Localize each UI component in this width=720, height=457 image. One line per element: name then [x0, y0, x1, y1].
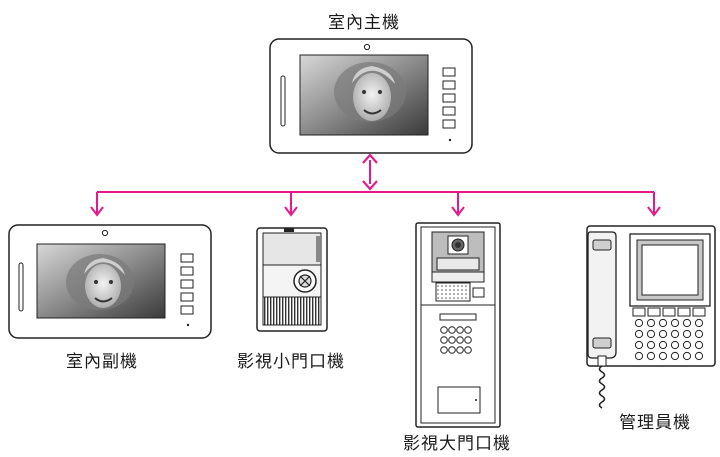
small-door-label: 影視小門口機: [237, 352, 345, 372]
sub-button-column: [180, 253, 194, 315]
main-indoor-monitor: [269, 38, 473, 154]
admin-console: [586, 225, 716, 409]
handset: [587, 231, 617, 367]
large-door-label: 影視大門口機: [403, 434, 511, 454]
indoor-sub-label: 室內副機: [66, 352, 138, 372]
small-door-station: [256, 227, 328, 332]
large-door-station: [415, 222, 501, 428]
indoor-sub-monitor: [8, 224, 212, 339]
keypad-large: [439, 313, 477, 354]
admin-function-keys: [632, 307, 706, 317]
face-image-main: [334, 62, 406, 122]
admin-label: 管理員機: [619, 413, 691, 433]
coiled-cord: [598, 365, 606, 409]
admin-keypad: [634, 318, 704, 361]
main-button-column: [442, 67, 456, 129]
face-image-sub: [66, 254, 134, 310]
connector-lines: [90, 153, 661, 217]
main-unit-label: 室內主機: [328, 13, 400, 33]
